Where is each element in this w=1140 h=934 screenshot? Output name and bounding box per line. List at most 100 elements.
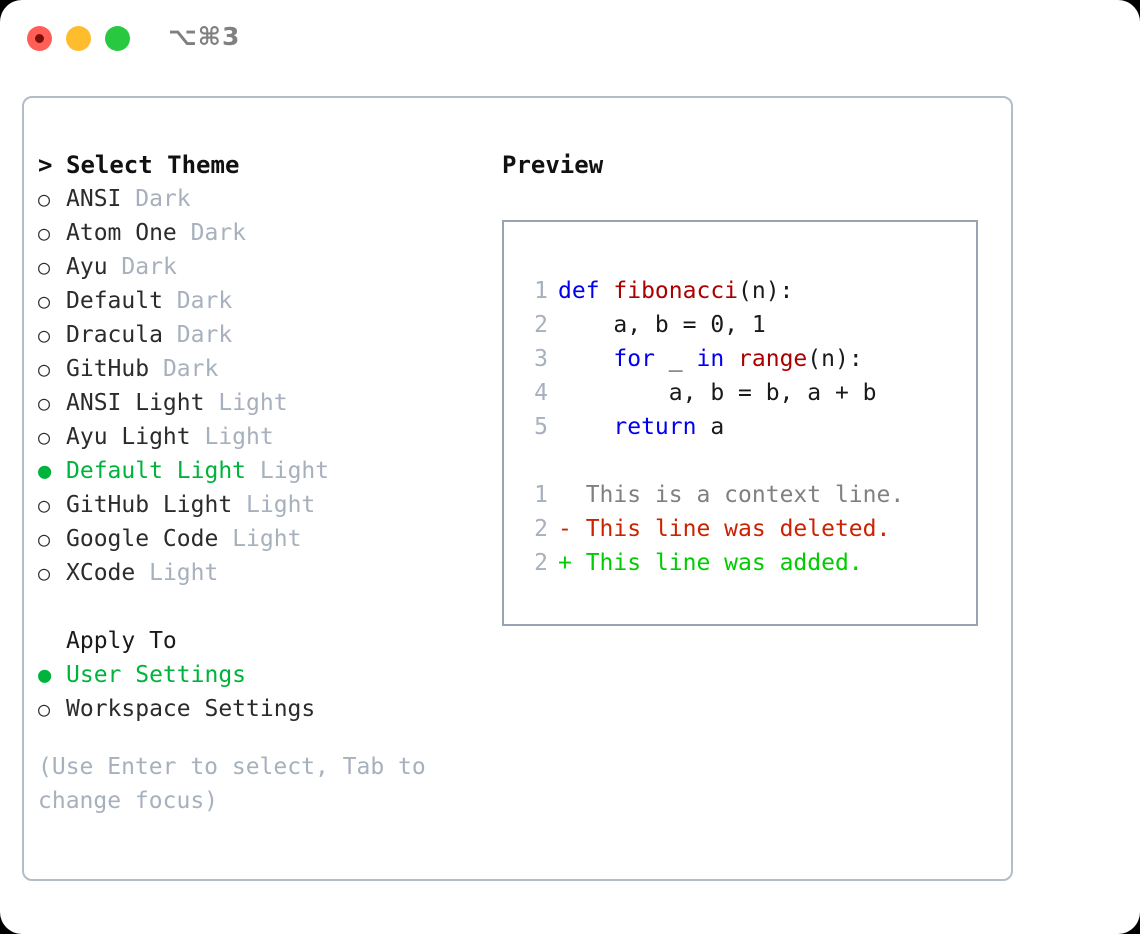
line-number: 2: [534, 516, 548, 542]
line-number: 2: [534, 550, 548, 576]
theme-list-item[interactable]: ○ ANSI Dark: [38, 182, 488, 216]
radio-unselected-icon[interactable]: ○: [38, 357, 51, 381]
theme-list-item[interactable]: ○ Ayu Light Light: [38, 420, 488, 454]
radio-selected-icon[interactable]: ●: [38, 663, 52, 688]
code-token: (n):: [738, 278, 794, 304]
theme-list-item[interactable]: ○ Google Code Light: [38, 522, 488, 556]
apply-to-title: Apply To: [66, 628, 177, 654]
diff-text: This line was deleted.: [585, 516, 891, 542]
theme-list-item[interactable]: ●Default Light Light: [38, 454, 488, 488]
apply-to-bullet-placeholder: ○: [38, 624, 66, 658]
theme-variant-badge: Light: [218, 390, 288, 416]
theme-list-item[interactable]: ○ Ayu Dark: [38, 250, 488, 284]
code-diff-gap: [522, 444, 976, 478]
theme-variant-badge: Light: [204, 424, 274, 450]
code-token: def: [558, 278, 614, 304]
apply-to-label: Workspace Settings: [66, 696, 316, 722]
close-button[interactable]: [27, 26, 52, 51]
theme-name: GitHub: [66, 356, 150, 382]
theme-picker-column: >Select Theme ○ANSI Dark○Atom One Dark○A…: [38, 148, 488, 818]
code-token: [724, 346, 738, 372]
radio-unselected-icon[interactable]: ○: [38, 255, 51, 279]
radio-unselected-icon[interactable]: ○: [38, 561, 51, 585]
radio-unselected-icon[interactable]: ○: [38, 289, 51, 313]
list-spacer: [38, 590, 488, 624]
code-line: 5 return a: [522, 410, 976, 444]
theme-variant-badge: Dark: [162, 356, 219, 382]
theme-list-item[interactable]: ○Dracula Dark: [38, 318, 488, 352]
line-number: 4: [534, 380, 548, 406]
theme-name: Ayu: [66, 254, 108, 280]
code-token: (n):: [807, 346, 863, 372]
apply-to-option[interactable]: ○ Workspace Settings: [38, 692, 488, 726]
preview-title: Preview: [502, 151, 604, 179]
theme-name: Ayu Light: [66, 424, 191, 450]
radio-unselected-icon[interactable]: ○: [38, 527, 51, 551]
code-token: a, b = 0, 1: [558, 312, 766, 338]
theme-variant-badge: Light: [246, 492, 316, 518]
theme-name: Google Code: [66, 526, 219, 552]
code-token: for: [613, 346, 655, 372]
code-line: 3 for _ in range(n):: [522, 342, 976, 376]
theme-list-item[interactable]: ○ Default Dark: [38, 284, 488, 318]
diff-marker: +: [558, 550, 586, 576]
theme-variant-badge: Dark: [135, 186, 191, 212]
caret-icon: >: [38, 151, 53, 179]
theme-variant-badge: Light: [259, 458, 330, 484]
radio-unselected-icon[interactable]: ○: [38, 391, 51, 415]
radio-unselected-icon[interactable]: ○: [38, 425, 51, 449]
theme-list-item[interactable]: ○ XCode Light: [38, 556, 488, 590]
code-token: in: [696, 346, 725, 372]
theme-variant-badge: Dark: [176, 288, 233, 314]
title-bar: ⌥⌘3: [0, 0, 1140, 78]
code-line: 2 a, b = 0, 1: [522, 308, 976, 342]
theme-list-item[interactable]: ○GitHub Light Light: [38, 488, 488, 522]
code-token: [558, 346, 613, 372]
theme-variant-badge: Dark: [190, 220, 247, 246]
apply-to-option[interactable]: ● User Settings: [38, 658, 488, 692]
theme-name: XCode: [66, 560, 136, 586]
diff-line: 1 This is a context line.: [522, 478, 976, 512]
theme-list-item[interactable]: ○ GitHub Dark: [38, 352, 488, 386]
diff-marker: -: [558, 516, 586, 542]
theme-list-item[interactable]: ○Atom One Dark: [38, 216, 488, 250]
theme-list-item[interactable]: ○ ANSI Light Light: [38, 386, 488, 420]
diff-line: 2+ This line was added.: [522, 546, 976, 580]
code-token: fibonacci: [613, 278, 739, 304]
code-line: 1 def fibonacci(n):: [522, 274, 976, 308]
theme-variant-badge: Light: [232, 526, 302, 552]
theme-name: ANSI Light: [66, 390, 205, 416]
main-panel: >Select Theme ○ANSI Dark○Atom One Dark○A…: [22, 96, 1013, 881]
theme-name: ANSI: [66, 186, 122, 212]
line-number: 5: [534, 414, 548, 440]
line-number: 1: [534, 278, 548, 304]
radio-unselected-icon[interactable]: ○: [38, 493, 51, 517]
keyboard-shortcut-label: ⌥⌘3: [168, 22, 241, 51]
diff-sample: 1 This is a context line.2- This line wa…: [522, 478, 976, 580]
radio-unselected-icon[interactable]: ○: [38, 187, 51, 211]
line-number: 2: [534, 312, 548, 338]
line-number: 1: [534, 482, 548, 508]
radio-unselected-icon[interactable]: ○: [38, 697, 51, 721]
code-token: a, b = b, a + b: [558, 380, 877, 406]
theme-name: Dracula: [66, 322, 163, 348]
radio-selected-icon[interactable]: ●: [38, 459, 52, 484]
radio-unselected-icon[interactable]: ○: [38, 221, 51, 245]
minimize-button[interactable]: [66, 26, 91, 51]
keyboard-hint: (Use Enter to select, Tab to change focu…: [38, 754, 426, 814]
diff-marker: [558, 482, 586, 508]
apply-to-label: User Settings: [66, 662, 247, 688]
diff-text: This is a context line.: [585, 482, 905, 508]
code-token: range: [738, 346, 808, 372]
radio-unselected-icon[interactable]: ○: [38, 323, 51, 347]
diff-line: 2- This line was deleted.: [522, 512, 976, 546]
zoom-button[interactable]: [105, 26, 130, 51]
theme-name: Default: [66, 288, 163, 314]
theme-list: ○ANSI Dark○Atom One Dark○Ayu Dark○Defaul…: [38, 182, 488, 590]
theme-variant-badge: Light: [149, 560, 219, 586]
line-number: 3: [534, 346, 548, 372]
traffic-lights: [27, 26, 130, 51]
theme-variant-badge: Dark: [121, 254, 177, 280]
